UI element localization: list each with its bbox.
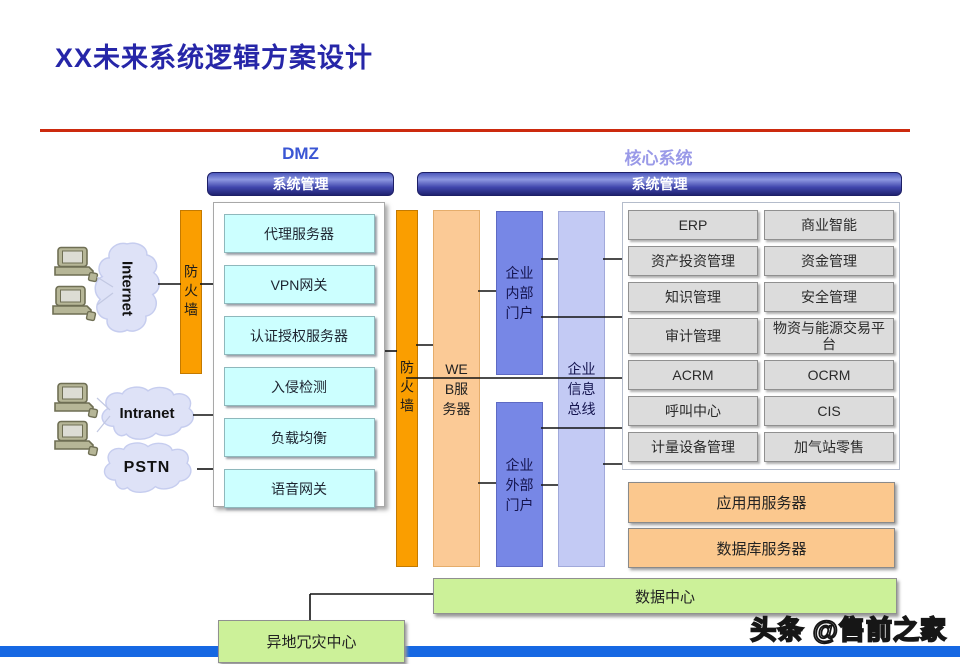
- internet-cloud: Internet: [92, 241, 162, 336]
- core-app-item-2: 资产投资管理: [628, 246, 758, 276]
- core-app-item-11: CIS: [764, 396, 894, 426]
- dmz-server-item-3: 入侵检测: [223, 367, 375, 406]
- core-app-item-1: 商业智能: [764, 210, 894, 240]
- enterprise-external-portal-bar: 企业外部门户: [496, 402, 543, 567]
- core-app-item-6: 审计管理: [628, 318, 758, 354]
- title-divider: [40, 129, 910, 132]
- firewall-bar-left: 防火墙: [180, 210, 202, 374]
- dmz-server-panel: 代理服务器 VPN网关认证授权服务器入侵检测负载均衡语音网关: [213, 202, 385, 508]
- core-app-item-12: 计量设备管理: [628, 432, 758, 462]
- computer-icon: [54, 246, 99, 283]
- cloud-shape-icon: [101, 386, 195, 440]
- disaster-recovery-center-box: 异地冗灾中心: [218, 620, 405, 663]
- core-app-item-7: 物资与能源交易平台: [764, 318, 894, 354]
- page-title: XX未来系统逻辑方案设计: [55, 43, 374, 73]
- system-management-bar-dmz: 系统管理: [207, 172, 394, 196]
- zone-label-dmz: DMZ: [282, 144, 319, 163]
- core-app-item-0: ERP: [628, 210, 758, 240]
- internet-label: Internet: [118, 260, 136, 316]
- data-center-bar: 数据中心: [433, 578, 897, 614]
- pstn-label: PSTN: [123, 459, 171, 476]
- cloud-shape-icon: [94, 242, 160, 333]
- zone-label-core: 核心系统: [624, 149, 693, 168]
- core-app-item-4: 知识管理: [628, 282, 758, 312]
- firewall-bar-right: 防火墙: [396, 210, 418, 567]
- core-app-item-8: ACRM: [628, 360, 758, 390]
- bottom-accent-bar: [0, 646, 960, 657]
- dmz-server-item-0: 代理服务器: [223, 214, 375, 253]
- system-management-bar-core: 系统管理: [417, 172, 902, 196]
- enterprise-internal-portal-bar: 企业内部门户: [496, 211, 543, 375]
- database-server-bar: 数据库服务器: [628, 528, 895, 568]
- pstn-cloud: PSTN: [95, 441, 199, 495]
- cloud-shape-icon: [103, 442, 192, 494]
- dmz-server-item-1: VPN网关: [223, 265, 375, 304]
- intranet-cloud: Intranet: [95, 385, 199, 442]
- computer-icon: [52, 285, 97, 322]
- computer-icon: [54, 420, 99, 457]
- core-app-item-13: 加气站零售: [764, 432, 894, 462]
- dmz-server-item-4: 负载均衡: [223, 418, 375, 457]
- computer-icon: [54, 382, 99, 419]
- application-server-bar: 应用用服务器: [628, 482, 895, 523]
- dmz-server-item-5: 语音网关: [223, 469, 375, 508]
- core-app-item-3: 资金管理: [764, 246, 894, 276]
- watermark: 头条 @售前之家: [750, 614, 947, 646]
- dmz-server-item-2: 认证授权服务器: [223, 316, 375, 355]
- enterprise-info-bus-bar: 企业信息总线: [558, 211, 605, 567]
- core-app-item-10: 呼叫中心: [628, 396, 758, 426]
- core-app-item-5: 安全管理: [764, 282, 894, 312]
- core-app-item-9: OCRM: [764, 360, 894, 390]
- intranet-label: Intranet: [119, 405, 175, 422]
